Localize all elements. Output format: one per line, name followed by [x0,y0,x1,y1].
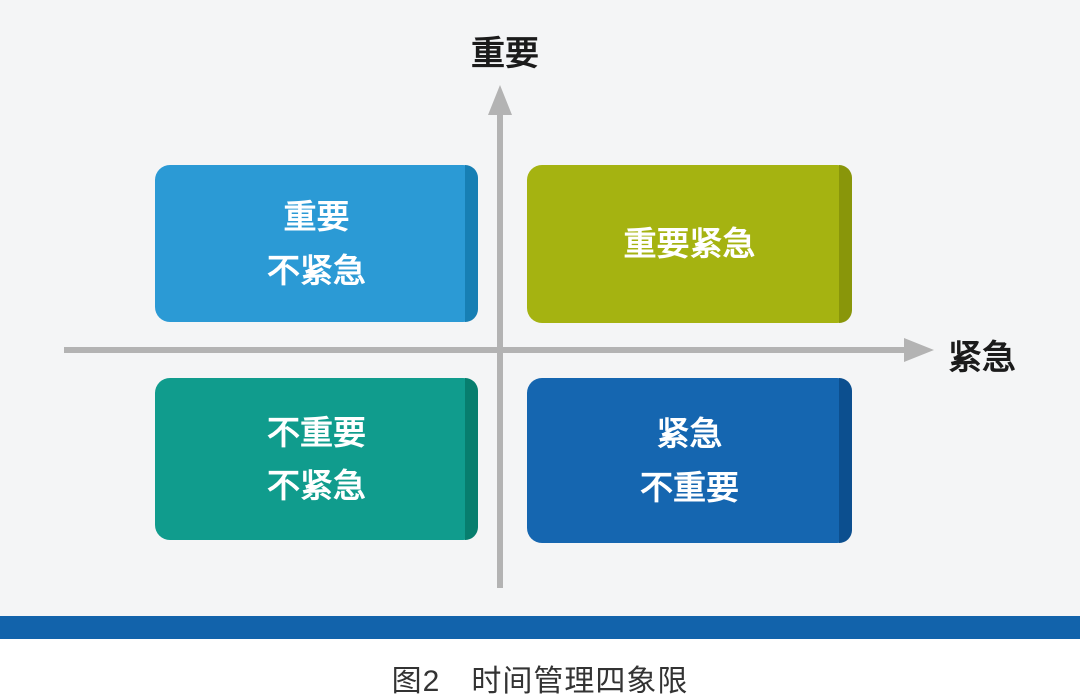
quadrant-important-urgent: 重要紧急 [527,165,852,323]
quadrant-important-not-urgent: 重要 不紧急 [155,165,478,322]
quadrant-side-shade [839,378,852,543]
quadrant-side-shade [465,165,478,322]
quadrant-urgent-not-important: 紧急 不重要 [527,378,852,543]
figure-caption: 图2 时间管理四象限 [391,665,689,698]
x-axis-line [64,347,906,353]
quadrant-label-line: 不紧急 [267,467,366,504]
quadrant-label-line: 不重要 [267,413,366,451]
y-axis-label: 重要 [471,35,539,73]
right-arrow-icon [904,338,934,362]
x-axis-label: 紧急 [948,339,1016,377]
quadrant-label-line: 重要 [283,198,350,236]
quadrant-not-important-not-urgent: 不重要 不紧急 [155,378,478,540]
divider-bar [0,616,1080,639]
quadrant-side-shade [839,165,852,323]
quadrant-label-line: 重要紧急 [623,225,756,263]
quadrant-label-line: 紧急 [656,415,723,453]
quadrant-label-line: 不重要 [640,468,739,506]
quadrant-side-shade [465,378,478,540]
quadrant-label-line: 不紧急 [267,251,366,289]
